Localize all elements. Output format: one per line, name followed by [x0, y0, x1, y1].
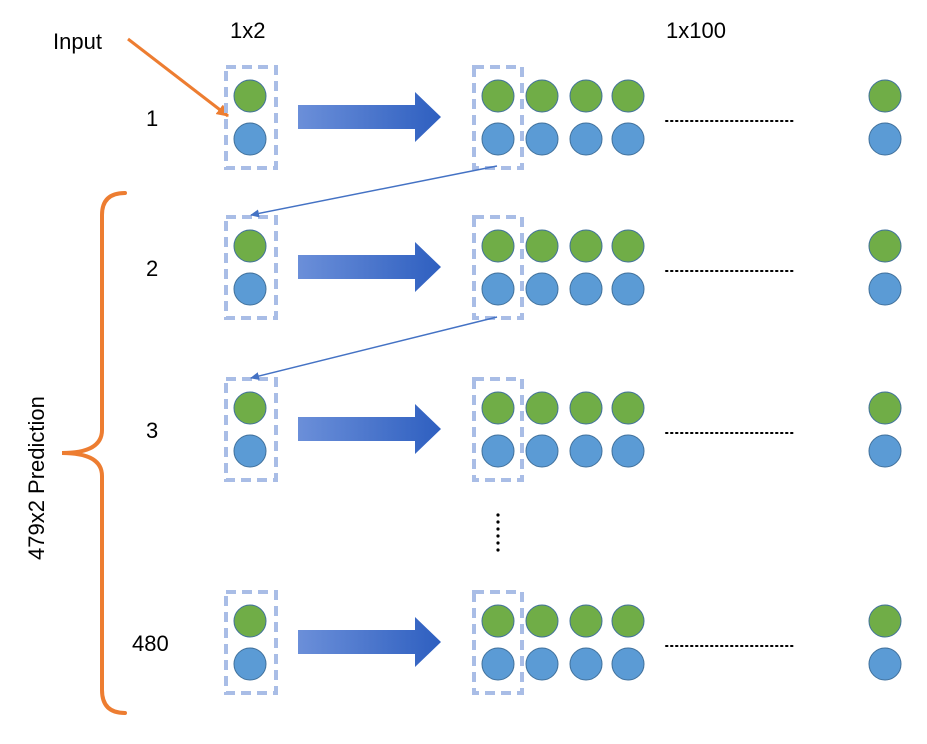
input-label: Input	[53, 29, 102, 54]
row-step-label: 1	[146, 106, 158, 131]
output-node-green-last	[868, 391, 902, 425]
input-node-blue	[233, 122, 267, 156]
input-dimension-label: 1x2	[230, 18, 265, 43]
output-node-green	[611, 391, 645, 425]
output-node-blue-last	[868, 647, 902, 681]
feedback-line-1-to-2	[250, 165, 498, 218]
output-node-green	[481, 79, 515, 113]
output-node-blue-last	[868, 434, 902, 468]
forward-arrow	[298, 617, 441, 667]
output-node-blue	[569, 122, 603, 156]
vertical-ellipsis	[496, 513, 500, 552]
input-node-green	[233, 604, 267, 638]
output-node-green	[525, 391, 559, 425]
output-node-blue	[611, 122, 645, 156]
output-node-blue-last	[868, 122, 902, 156]
forward-arrow	[298, 404, 441, 454]
output-dashed-box	[472, 215, 524, 320]
output-node-blue	[481, 122, 515, 156]
forward-arrow	[298, 92, 441, 142]
output-node-green	[481, 604, 515, 638]
output-node-green	[525, 79, 559, 113]
input-node-blue	[233, 434, 267, 468]
output-node-green-last	[868, 229, 902, 263]
forward-arrow	[298, 242, 441, 292]
output-node-blue	[525, 647, 559, 681]
output-node-blue	[569, 647, 603, 681]
input-node-green	[233, 391, 267, 425]
input-dashed-box	[224, 590, 278, 695]
output-node-blue-last	[868, 272, 902, 306]
output-node-green-last	[868, 79, 902, 113]
output-node-green	[525, 604, 559, 638]
input-dashed-box	[224, 65, 278, 170]
output-node-green-last	[868, 604, 902, 638]
output-node-blue	[481, 647, 515, 681]
output-node-green	[611, 79, 645, 113]
output-node-green	[611, 229, 645, 263]
input-arrow	[127, 37, 229, 118]
output-node-green	[569, 391, 603, 425]
output-node-green	[611, 604, 645, 638]
output-dashed-box	[472, 590, 524, 695]
output-dimension-label: 1x100	[666, 18, 726, 43]
output-node-green	[569, 79, 603, 113]
output-node-blue	[481, 434, 515, 468]
output-node-green	[569, 604, 603, 638]
output-node-blue	[525, 434, 559, 468]
output-node-blue	[611, 272, 645, 306]
output-dashed-box	[472, 65, 524, 170]
output-node-blue	[611, 434, 645, 468]
row-step-label: 2	[146, 256, 158, 281]
output-node-green	[481, 229, 515, 263]
rows-group: 1 2 3 480	[132, 65, 902, 695]
output-node-blue	[569, 434, 603, 468]
input-node-green	[233, 229, 267, 263]
input-node-blue	[233, 647, 267, 681]
output-node-green	[525, 229, 559, 263]
output-node-blue	[481, 272, 515, 306]
feedback-line-2-to-3	[250, 316, 498, 380]
output-dashed-box	[472, 377, 524, 482]
input-node-blue	[233, 272, 267, 306]
output-node-green	[481, 391, 515, 425]
output-node-blue	[611, 647, 645, 681]
row-step-label: 3	[146, 418, 158, 443]
output-node-blue	[569, 272, 603, 306]
output-node-blue	[525, 272, 559, 306]
prediction-brace	[61, 191, 127, 715]
input-node-green	[233, 79, 267, 113]
prediction-brace-label: 479x2 Prediction	[24, 396, 49, 560]
row-step-label: 480	[132, 631, 169, 656]
output-node-green	[569, 229, 603, 263]
output-node-blue	[525, 122, 559, 156]
